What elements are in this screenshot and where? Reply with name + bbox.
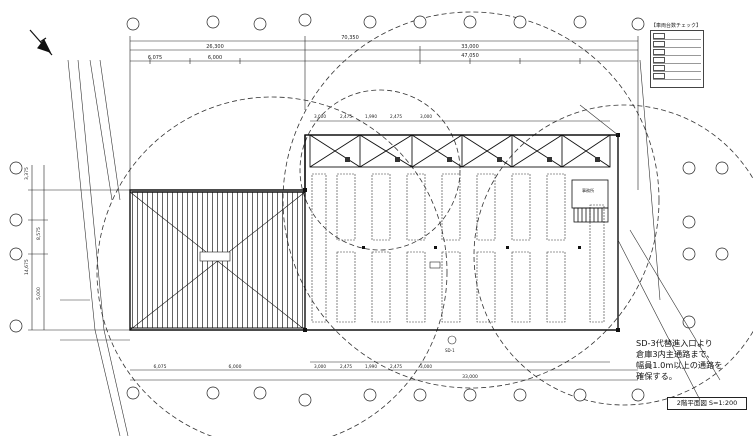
dim-bottom-a: 6,075 [154, 364, 167, 370]
bay-label: 1,990 [365, 364, 377, 369]
bay-label: 2,475 [340, 114, 352, 119]
stair-block [571, 179, 609, 223]
storage-racks [311, 173, 605, 323]
north-arrow-icon [29, 29, 53, 56]
hose-radius-circles [96, 11, 753, 436]
bay-label: 1,990 [365, 114, 377, 119]
dim-bottom-b: 6,000 [229, 364, 242, 370]
bay-label: 3,000 [420, 114, 432, 119]
note-line: SD-3代替進入口より [636, 338, 713, 348]
upper-room-row [309, 134, 611, 168]
dim-left-span: 26,300 [206, 44, 224, 50]
legend-title: 【車両台数チェック】 [651, 23, 702, 29]
bay-label: 2,475 [390, 364, 402, 369]
room-row-fixtures [345, 157, 600, 162]
dim-left-bottom: 5,000 [36, 287, 42, 300]
dim-left-overall: 14,675 [24, 259, 30, 275]
bay-label: 2,475 [390, 114, 402, 119]
bay-label: 3,000 [420, 364, 432, 369]
left-dimension-lines [28, 165, 130, 331]
bay-label: 3,000 [314, 114, 326, 119]
dim-left-a: 6,075 [148, 55, 162, 61]
bay-label: 3,000 [314, 364, 326, 369]
dim-mid: 6,000 [208, 55, 222, 61]
sd-marker: SD-1 [445, 335, 457, 353]
column-posts [303, 133, 620, 332]
dim-bottom-total: 33,000 [462, 374, 478, 380]
dim-total: 70,350 [341, 35, 359, 41]
access-route-lines [579, 59, 721, 401]
dim-sub-right: 47,050 [461, 53, 479, 59]
dim-left-top: 3,375 [24, 167, 30, 180]
note-line: 確保する。 [636, 371, 677, 381]
dim-right-span: 33,000 [461, 44, 479, 50]
grid-markers-side [9, 161, 729, 333]
grid-markers-bottom [126, 386, 645, 407]
note-line: 幅員1.0m以上の通路を [636, 360, 723, 370]
legend-table: 【車両台数チェック】 [650, 23, 704, 88]
site-boundary-lines [60, 59, 130, 436]
top-dimension-lines [129, 36, 639, 190]
room-tag: 事務所 [582, 187, 594, 193]
access-note: SD-3代替進入口より 倉庫3内主通路まで、 幅員1.0m以上の通路を 確保する… [636, 338, 748, 382]
sheet-title: 2階平面図 S=1:200 [667, 397, 747, 410]
svg-text:SD-1: SD-1 [445, 348, 455, 353]
dim-left-mid: 8,575 [36, 227, 42, 240]
bay-label: 2,475 [340, 364, 352, 369]
grid-markers-top [126, 13, 645, 31]
note-line: 倉庫3内主通路まで、 [636, 349, 715, 359]
